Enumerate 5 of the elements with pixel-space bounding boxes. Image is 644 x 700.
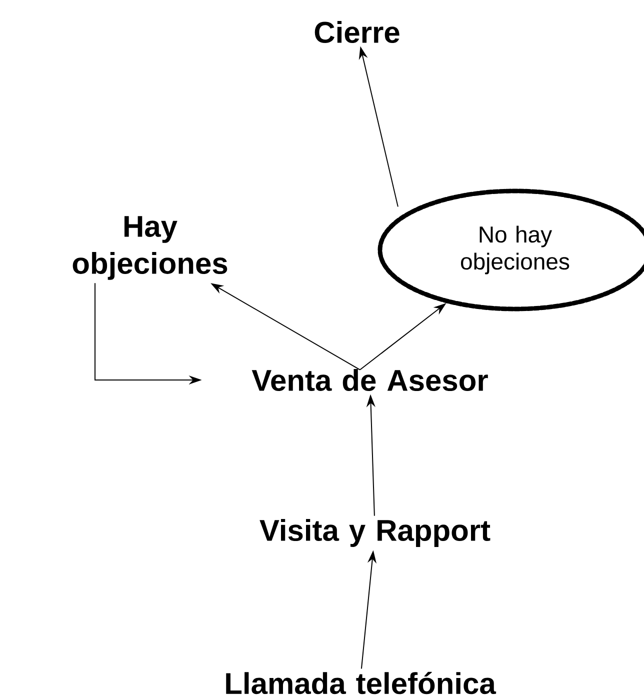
step-label: Cierre xyxy=(314,20,400,44)
step-label: Llamada telefónica xyxy=(226,672,496,694)
step-label: Visita y Rapport xyxy=(260,519,490,547)
step-label: Venta de Asesor xyxy=(252,369,488,392)
step-label: Hay objeciones xyxy=(72,216,228,280)
